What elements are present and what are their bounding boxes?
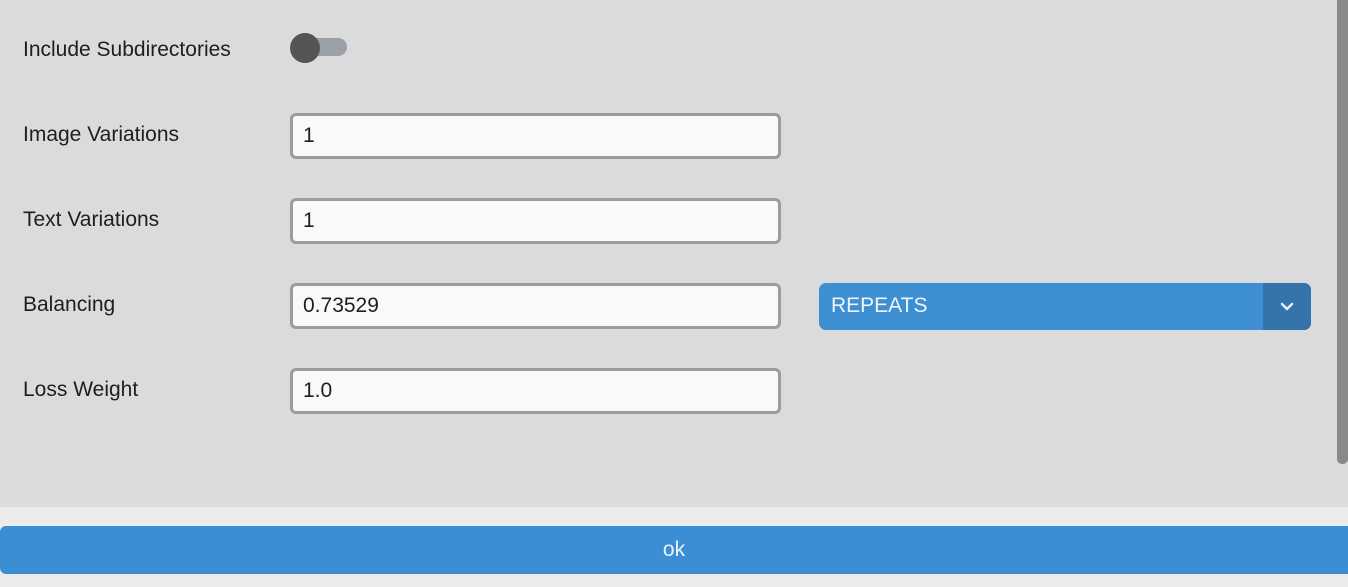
text-variations-label: Text Variations: [23, 208, 160, 231]
ok-button[interactable]: ok: [0, 526, 1348, 574]
chevron-down-icon: [1280, 302, 1294, 310]
loss-weight-label: Loss Weight: [23, 378, 139, 401]
settings-panel: Include Subdirectories Image Variations …: [0, 0, 1348, 507]
include-subdirectories-label: Include Subdirectories: [23, 38, 231, 61]
balancing-label: Balancing: [23, 293, 116, 316]
balancing-strategy-select[interactable]: REPEATS: [819, 283, 1311, 330]
image-variations-input[interactable]: [290, 113, 781, 159]
loss-weight-input[interactable]: [290, 368, 781, 414]
image-variations-label: Image Variations: [23, 123, 180, 146]
include-subdirectories-toggle[interactable]: [290, 32, 348, 63]
text-variations-input[interactable]: [290, 198, 781, 244]
vertical-scrollbar[interactable]: [1337, 0, 1348, 464]
balancing-strategy-value: REPEATS: [831, 294, 928, 317]
dropdown-toggle[interactable]: [1263, 283, 1311, 330]
balancing-input[interactable]: [290, 283, 781, 329]
toggle-knob: [290, 33, 320, 63]
